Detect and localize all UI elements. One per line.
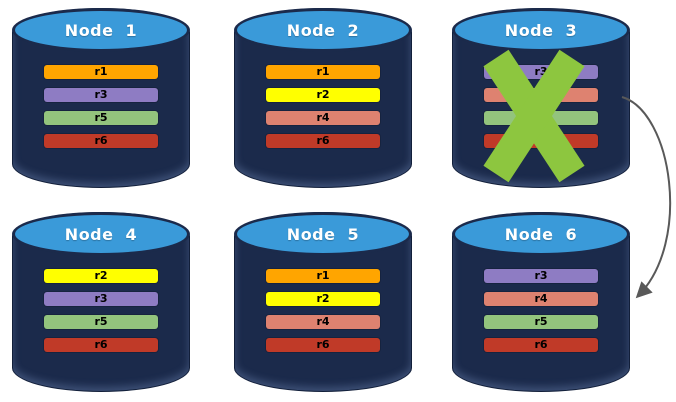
cylinder-top: Node 1 — [12, 8, 190, 52]
node-2: Node 2 r1 r2 r4 r6 — [234, 8, 412, 188]
replica-bar-r6: r6 — [266, 338, 380, 352]
node-1: Node 1 r1 r3 r5 r6 — [12, 8, 190, 188]
node-5: Node 5 r1 r2 r4 r6 — [234, 212, 412, 392]
replica-bar-r6: r6 — [44, 134, 158, 148]
replica-list: r1 r2 r4 r6 — [266, 269, 380, 352]
replica-bar-r3: r3 — [484, 269, 598, 283]
replica-list: r1 r3 r5 r6 — [44, 65, 158, 148]
replica-bar-r5: r5 — [44, 111, 158, 125]
replica-bar-r1: r1 — [266, 65, 380, 79]
replica-bar-r6: r6 — [266, 134, 380, 148]
replica-list: r1 r2 r4 r6 — [266, 65, 380, 148]
node-title: Node 6 — [504, 224, 578, 244]
node-title: Node 4 — [64, 224, 138, 244]
replica-bar-r2: r2 — [44, 269, 158, 283]
node-6: Node 6 r3 r4 r5 r6 — [452, 212, 630, 392]
replica-bar-r4: r4 — [484, 292, 598, 306]
node-4: Node 4 r2 r3 r5 r6 — [12, 212, 190, 392]
replica-bar-r3: r3 — [44, 292, 158, 306]
replica-bar-r2: r2 — [266, 292, 380, 306]
replica-bar-r1: r1 — [44, 65, 158, 79]
replica-bar-r5: r5 — [44, 315, 158, 329]
node-title: Node 2 — [286, 20, 360, 40]
failure-x-icon — [483, 49, 585, 183]
cylinder-top: Node 3 — [452, 8, 630, 52]
node-title: Node 1 — [64, 20, 138, 40]
cylinder-top: Node 4 — [12, 212, 190, 256]
node-title: Node 5 — [286, 224, 360, 244]
replica-list: r3 r4 r5 r6 — [484, 269, 598, 352]
replica-bar-r5: r5 — [484, 315, 598, 329]
replica-bar-r2: r2 — [266, 88, 380, 102]
replica-bar-r4: r4 — [266, 315, 380, 329]
replica-list: r2 r3 r5 r6 — [44, 269, 158, 352]
node-title: Node 3 — [504, 20, 578, 40]
cylinder-top: Node 5 — [234, 212, 412, 256]
replica-bar-r1: r1 — [266, 269, 380, 283]
replica-bar-r6: r6 — [44, 338, 158, 352]
replica-bar-r3: r3 — [44, 88, 158, 102]
cylinder-top: Node 2 — [234, 8, 412, 52]
replica-bar-r6: r6 — [484, 338, 598, 352]
replica-bar-r4: r4 — [266, 111, 380, 125]
cylinder-top: Node 6 — [452, 212, 630, 256]
